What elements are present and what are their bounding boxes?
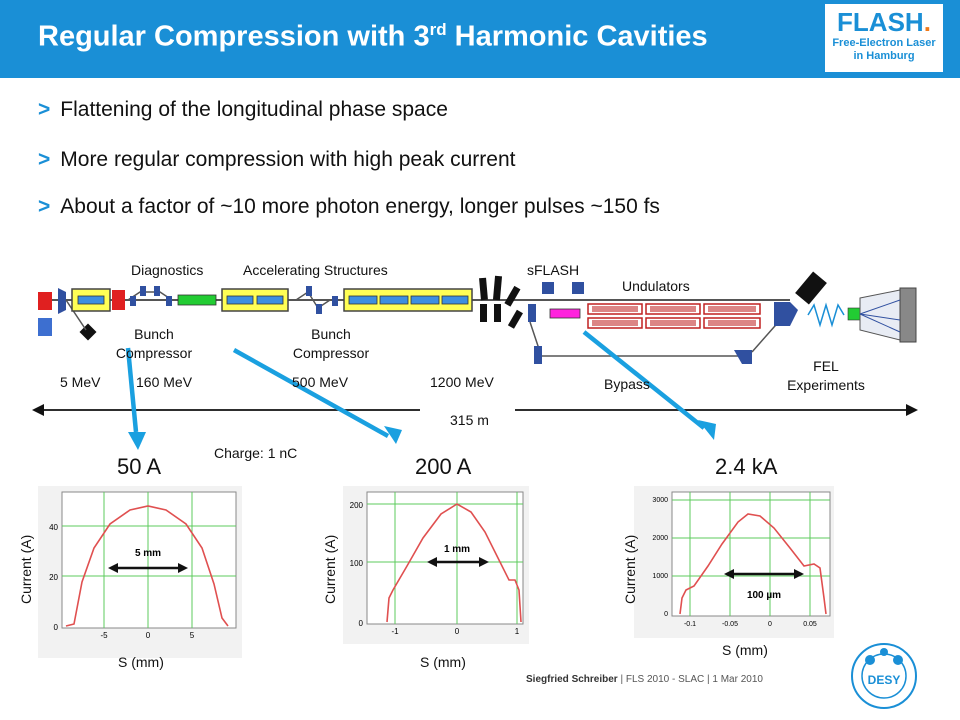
energy-500mev: 500 MeV	[292, 374, 349, 390]
p1-xtick: -5	[100, 631, 108, 640]
p2-xtick: 1	[515, 627, 520, 636]
bc2-line2: Compressor	[292, 345, 370, 361]
p1-ylabel: Current (A)	[18, 534, 34, 604]
label-charge: Charge: 1 nC	[214, 445, 298, 461]
gun-icon	[38, 292, 52, 310]
footer-author: Siegfried Schreiber	[526, 674, 618, 685]
slide-title: Regular Compression with 3rd Harmonic Ca…	[38, 20, 708, 54]
bullet-text: About a factor of ~10 more photon energy…	[60, 195, 660, 218]
bc2-line1: Bunch	[311, 326, 351, 342]
label-fel-experiments: FEL Experiments	[770, 358, 882, 393]
logo-text: FLASH	[837, 7, 924, 37]
bc1-line1: Bunch	[134, 326, 174, 342]
p3-xtick: -0.05	[722, 621, 738, 628]
plot-1-svg: 40 20 0 -5 0 5 5 mm	[49, 491, 237, 640]
current-profile-plot-2: 200 100 0 -1 0 1 1 mm	[343, 486, 529, 644]
p2-xtick: -1	[391, 627, 399, 636]
p1-xtick: 0	[146, 631, 151, 640]
p3-xtick: -0.1	[684, 621, 696, 628]
bc1-line2: Compressor	[115, 345, 193, 361]
footer-info: | FLS 2010 - SLAC | 1 Mar 2010	[617, 674, 763, 685]
p3-xtick: 0	[768, 621, 772, 628]
current-profile-plot-1: 40 20 0 -5 0 5 5 mm	[38, 486, 242, 658]
label-undulators: Undulators	[622, 278, 690, 294]
p1-ytick: 0	[54, 623, 59, 632]
bullet-3: > About a factor of ~10 more photon energ…	[38, 195, 660, 219]
p1-ytick: 20	[49, 573, 58, 582]
bullet-text: More regular compression with high peak …	[60, 148, 516, 171]
energy-1200mev: 1200 MeV	[430, 374, 494, 390]
p3-ytick: 2000	[652, 535, 668, 542]
label-length: 315 m	[450, 412, 489, 428]
title-main: Regular Compression with 3	[38, 20, 430, 53]
p3-ylabel: Current (A)	[622, 534, 638, 604]
label-accelerating-structures: Accelerating Structures	[243, 262, 388, 278]
p2-width-label: 1 mm	[444, 544, 470, 555]
p3-ytick: 1000	[652, 573, 668, 580]
flash-logo: FLASH. Free-Electron Laser in Hamburg	[824, 3, 944, 73]
p1-xlabel: S (mm)	[118, 654, 164, 670]
title-superscript: rd	[429, 20, 447, 39]
p3-ytick: 3000	[652, 497, 668, 504]
p2-ytick: 100	[350, 559, 364, 568]
p3-ytick: 0	[664, 611, 668, 618]
p3-xlabel: S (mm)	[722, 642, 768, 658]
energy-160mev: 160 MeV	[136, 374, 193, 390]
fel-line1: FEL	[813, 358, 839, 374]
p1-ytick: 40	[49, 523, 58, 532]
logo-dot: .	[923, 7, 931, 37]
peak-current-1: 50 A	[117, 454, 162, 479]
fel-line2: Experiments	[787, 377, 865, 393]
desy-logo-text: DESY	[868, 673, 901, 687]
bullet-marker: >	[38, 98, 51, 121]
logo-subtitle-1: Free-Electron Laser	[832, 37, 936, 49]
bullet-text: Flattening of the longitudinal phase spa…	[60, 98, 448, 121]
plot-2-svg: 200 100 0 -1 0 1 1 mm	[350, 491, 524, 636]
p3-xtick: 0.05	[803, 621, 817, 628]
p3-width-label: 100 µm	[747, 590, 781, 601]
label-sflash: sFLASH	[527, 262, 580, 278]
p1-xtick: 5	[190, 631, 195, 640]
bullet-marker: >	[38, 195, 51, 218]
plot-3-svg: 3000 2000 1000 0 -0.1 -0.05 0 0.05 100 µ…	[652, 491, 831, 628]
peak-current-2: 200 A	[415, 454, 472, 479]
label-bypass: Bypass	[604, 376, 650, 392]
peak-current-3: 2.4 kA	[715, 454, 778, 479]
p2-xtick: 0	[455, 627, 460, 636]
title-tail: Harmonic Cavities	[446, 20, 708, 53]
logo-subtitle-2: in Hamburg	[853, 50, 915, 62]
bullet-1: > Flattening of the longitudinal phase sp…	[38, 98, 448, 122]
bullet-2: > More regular compression with high peak…	[38, 148, 515, 172]
p2-xlabel: S (mm)	[420, 654, 466, 670]
current-profile-plot-3: 3000 2000 1000 0 -0.1 -0.05 0 0.05 100 µ…	[634, 486, 834, 638]
label-diagnostics: Diagnostics	[131, 262, 204, 278]
title-bar: Regular Compression with 3rd Harmonic Ca…	[0, 0, 960, 78]
p2-ytick: 200	[350, 501, 364, 510]
laser-icon	[38, 318, 52, 336]
p2-ytick: 0	[359, 619, 364, 628]
desy-logo: DESY	[851, 643, 917, 709]
footer: Siegfried Schreiber | FLS 2010 - SLAC | …	[526, 674, 763, 685]
p2-ylabel: Current (A)	[322, 534, 338, 604]
energy-5mev: 5 MeV	[60, 374, 101, 390]
p1-width-label: 5 mm	[135, 548, 161, 559]
bullet-marker: >	[38, 148, 51, 171]
